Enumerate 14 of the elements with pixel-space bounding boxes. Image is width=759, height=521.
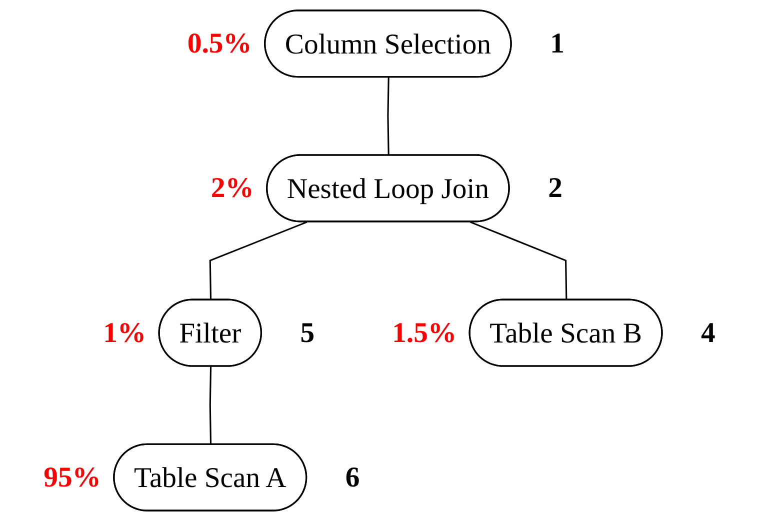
node-number: 6	[345, 461, 360, 494]
connector	[470, 221, 568, 300]
percentage-label: 1.5%	[392, 316, 457, 349]
node-number: 2	[548, 172, 562, 204]
node-number: 4	[701, 316, 716, 349]
percentage-label: 2%	[210, 172, 254, 204]
connector	[209, 366, 212, 445]
percentage-label: 95%	[44, 461, 101, 494]
node-number: 1	[550, 28, 564, 60]
connector	[209, 221, 308, 300]
connector	[387, 77, 390, 156]
percentage-label: 1%	[103, 316, 146, 349]
percentage-label: 0.5%	[187, 28, 252, 60]
node-number: 5	[300, 316, 315, 349]
